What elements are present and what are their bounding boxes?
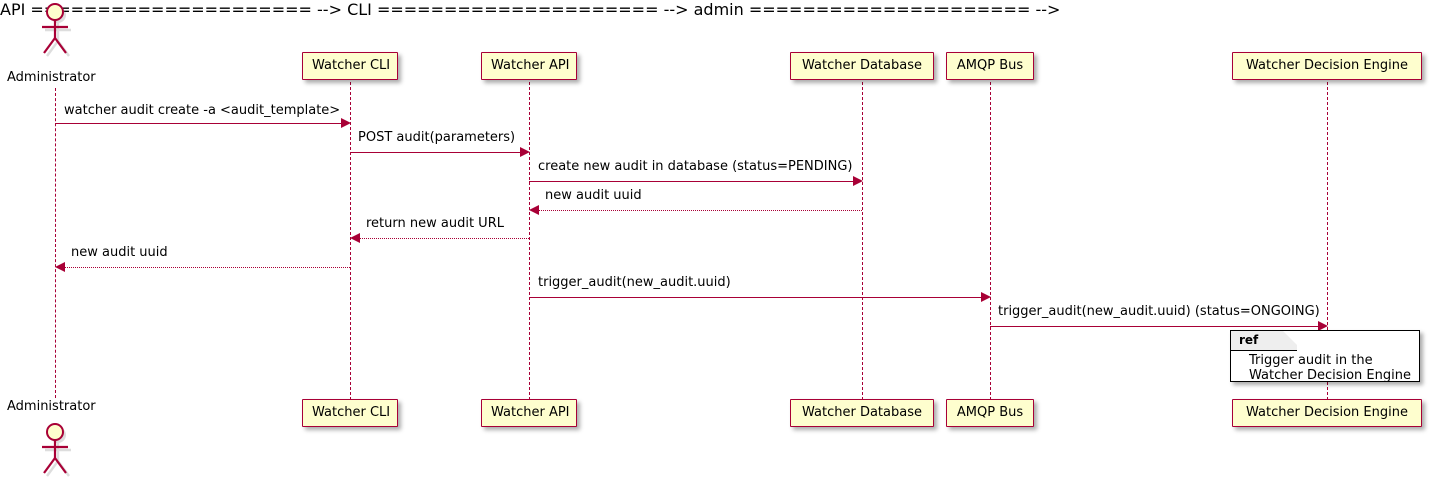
actor-administrator-top: [42, 3, 71, 57]
lifeline-watcher-database: [862, 82, 863, 400]
participant-amqp-bus-bottom[interactable]: AMQP Bus: [946, 399, 1034, 427]
message-arrowhead-2: [520, 147, 530, 157]
message-arrowhead-8: [1318, 321, 1328, 331]
message-label-2: POST audit(parameters): [358, 130, 516, 145]
message-arrow-4: [538, 210, 862, 211]
message-label-4: new audit uuid: [545, 188, 642, 203]
message-arrow-5: [359, 238, 529, 239]
message-arrowhead-7: [981, 292, 991, 302]
message-label-1: watcher audit create -a <audit_template>: [64, 103, 341, 118]
lifeline-watcher-api: [529, 82, 530, 400]
lifeline-amqp-bus: [990, 82, 991, 400]
ref-fragment-tab-label: ref: [1239, 333, 1259, 347]
participant-watcher-database-top[interactable]: Watcher Database: [790, 52, 934, 80]
actor-label-administrator-bottom: Administrator: [7, 399, 96, 414]
participant-watcher-cli-top[interactable]: Watcher CLI: [302, 52, 398, 80]
ref-fragment-line-2: Watcher Decision Engine: [1249, 368, 1411, 383]
actor-administrator-bottom: [42, 423, 71, 477]
message-arrowhead-5: [350, 233, 360, 243]
participant-watcher-cli-bottom[interactable]: Watcher CLI: [302, 399, 398, 427]
lifeline-watcher-decision-engine: [1327, 82, 1328, 400]
actor-label-administrator-top: Administrator: [7, 70, 96, 85]
message-arrow-8: [990, 326, 1320, 327]
participant-watcher-api-top[interactable]: Watcher API: [481, 52, 577, 80]
ref-fragment-tab: [1231, 331, 1297, 351]
ref-fragment: ref Trigger audit in the Watcher Decisio…: [1230, 330, 1420, 383]
message-arrowhead-4: [529, 205, 539, 215]
participant-watcher-decision-engine-bottom[interactable]: Watcher Decision Engine: [1232, 399, 1422, 427]
message-arrowhead-3: [853, 176, 863, 186]
message-arrow-2: [350, 152, 522, 153]
message-arrowhead-1: [341, 118, 351, 128]
message-label-3: create new audit in database (status=PEN…: [538, 159, 853, 174]
message-label-8: trigger_audit(new_audit.uuid) (status=ON…: [998, 304, 1320, 319]
message-label-6: new audit uuid: [71, 245, 168, 260]
message-label-7: trigger_audit(new_audit.uuid): [538, 275, 731, 290]
participant-watcher-decision-engine-top[interactable]: Watcher Decision Engine: [1232, 52, 1422, 80]
message-arrow-3: [529, 181, 855, 182]
ref-fragment-line-1: Trigger audit in the: [1249, 353, 1373, 368]
message-arrowhead-6: [55, 262, 65, 272]
participant-watcher-api-bottom[interactable]: Watcher API: [481, 399, 577, 427]
message-arrow-6: [64, 267, 350, 268]
message-label-5: return new audit URL: [366, 216, 504, 231]
message-arrow-1: [55, 123, 343, 124]
message-arrow-7: [529, 297, 983, 298]
participant-amqp-bus-top[interactable]: AMQP Bus: [946, 52, 1034, 80]
participant-watcher-database-bottom[interactable]: Watcher Database: [790, 399, 934, 427]
lifeline-administrator: [55, 88, 56, 398]
